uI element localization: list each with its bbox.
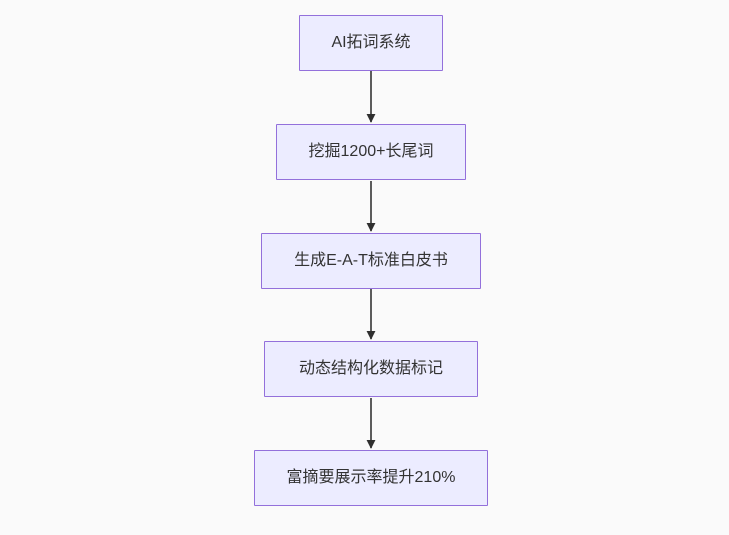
flow-node-mine-longtail-keywords: 挖掘1200+长尾词	[276, 124, 466, 180]
flow-node-ai-word-expansion-system: AI拓词系统	[299, 15, 443, 71]
flow-node-label: 富摘要展示率提升210%	[286, 469, 456, 486]
flow-node-generate-eat-whitepaper: 生成E-A-T标准白皮书	[261, 233, 481, 289]
flow-node-label: AI拓词系统	[331, 34, 411, 51]
flow-node-dynamic-structured-data-markup: 动态结构化数据标记	[264, 341, 478, 397]
flow-node-label: 动态结构化数据标记	[298, 360, 443, 377]
flow-node-rich-snippet-rate-increase: 富摘要展示率提升210%	[254, 450, 488, 506]
flow-node-label: 生成E-A-T标准白皮书	[294, 252, 448, 269]
flow-node-label: 挖掘1200+长尾词	[308, 143, 434, 160]
